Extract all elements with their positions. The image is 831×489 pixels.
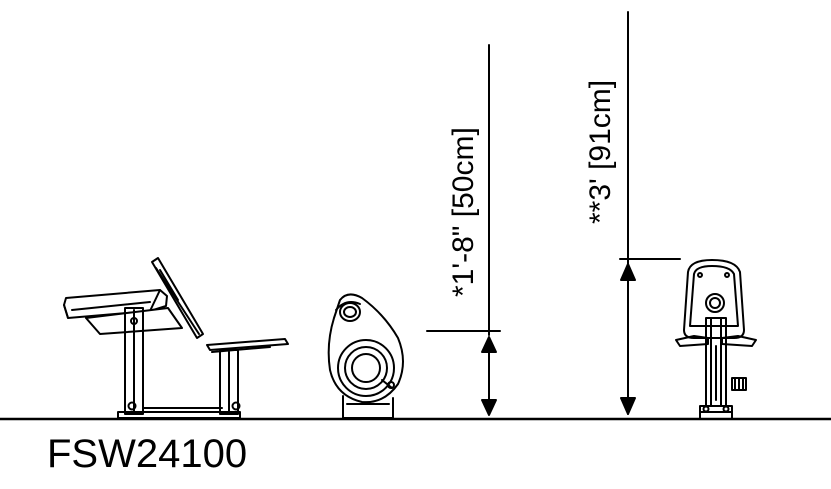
- overall-height-label: **3' [91cm]: [584, 80, 617, 224]
- dimension-seat-height: [426, 44, 501, 416]
- dimension-overall-height: [619, 11, 681, 415]
- rear-view-equipment: [675, 259, 757, 419]
- front-view-wheel-unit: [327, 293, 404, 419]
- side-view-equipment: [63, 257, 289, 419]
- seat-height-label: *1'-8" [50cm]: [447, 127, 480, 297]
- model-number: FSW24100: [47, 432, 248, 476]
